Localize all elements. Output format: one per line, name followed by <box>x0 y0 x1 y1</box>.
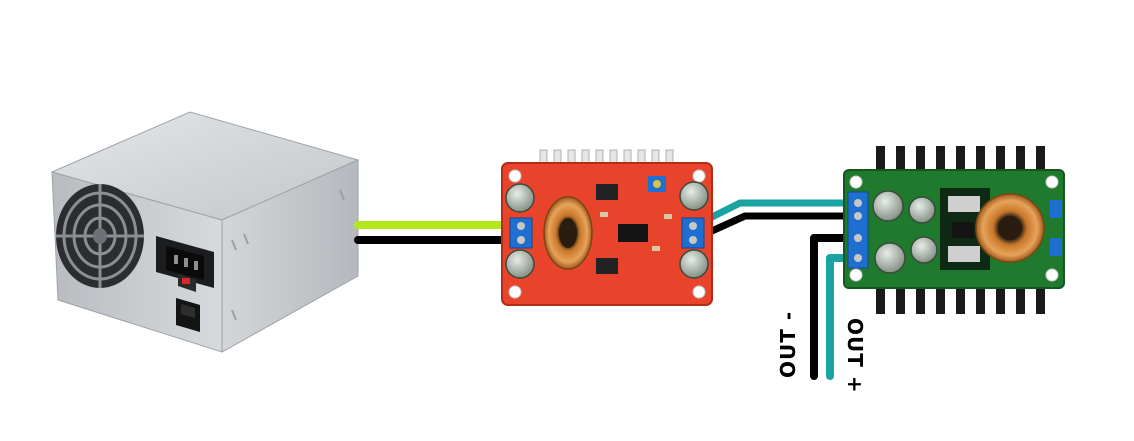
power-supply-icon <box>50 111 360 353</box>
power-switch-icon <box>176 298 200 332</box>
voltage-switch-icon <box>178 274 196 292</box>
out-minus-label: OUT - <box>776 311 800 378</box>
boost-converter-module-icon <box>501 149 713 306</box>
power-socket-icon <box>156 236 214 288</box>
out-plus-label: OUT + <box>843 318 867 394</box>
fan-grill-icon <box>56 184 144 288</box>
buck-converter-module-icon <box>843 146 1065 314</box>
input-wires <box>354 221 516 244</box>
